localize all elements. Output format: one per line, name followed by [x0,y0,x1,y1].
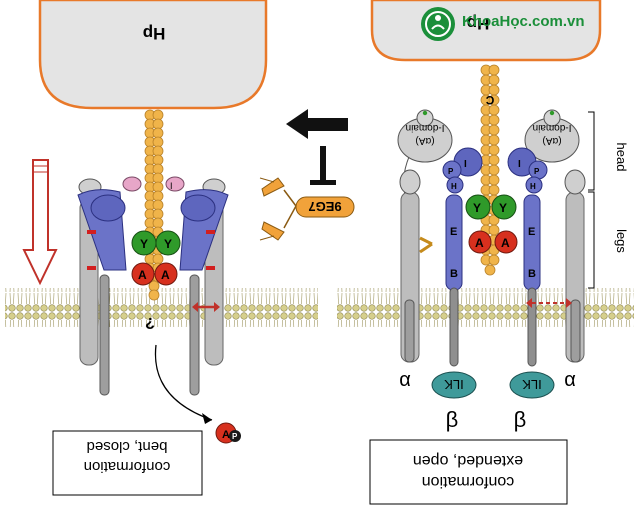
svg-text:P: P [232,432,238,441]
antibody-9eg7: 9EG7 [259,177,355,241]
svg-text:I-domain: I-domain [406,122,445,133]
integrin-right: I-domain (αA) I-domain (αA) I I P P H H … [397,109,586,367]
svg-text:(αA): (αA) [542,135,561,146]
hp-label-right: Hp [467,14,490,33]
extended-caption-line1: extended, open [413,452,523,469]
integrin-left: I Y Y A A [77,176,229,396]
svg-text:A: A [222,429,230,441]
head-bracket [588,111,595,191]
ilk-right [509,371,555,399]
membrane-left [5,288,318,327]
svg-text:Y: Y [499,201,507,215]
membrane-right [337,288,634,327]
inhibit-t-bar [310,146,336,185]
svg-text:A: A [161,268,170,282]
beta-label-left: β [446,407,459,432]
release-arrow [154,344,213,421]
watermark: KhoaHọc.com.vn [416,4,640,44]
c-terminal-label: C [485,93,494,107]
khoahoc-logo-icon [421,7,455,41]
bent-caption-box [52,430,203,496]
svg-text:(αA): (αA) [415,135,434,146]
svg-text:B: B [450,268,458,280]
svg-text:Y: Y [164,237,172,251]
svg-text:9EG7: 9EG7 [308,199,341,214]
svg-text:A: A [138,268,147,282]
beta-label-right: β [514,407,527,432]
svg-text:A: A [501,236,510,250]
svg-text:I-domain: I-domain [533,122,572,133]
svg-text:ILK: ILK [522,377,542,392]
head-label: head [614,143,629,172]
svg-text:Y: Y [140,237,148,251]
svg-text:E: E [528,226,535,238]
svg-text:I: I [170,181,173,191]
svg-text:I: I [464,159,467,170]
alpha-label-left: α [399,369,411,391]
extended-caption-line2: conformation [422,473,515,490]
svg-text:P: P [534,167,540,176]
svg-text:H: H [451,182,457,191]
question-mark: ? [145,314,155,331]
watermark-text: KhoaHọc.com.vn [462,13,585,30]
svg-text:P: P [448,167,454,176]
down-arrow-icon [22,159,58,286]
alpha-label-right: α [564,369,576,391]
hp-label-left: Hp [143,24,166,43]
bead-chain-right [480,64,500,276]
bent-caption-line1: bent, closed [87,438,168,455]
legs-label: legs [614,229,629,253]
svg-text:Y: Y [473,201,481,215]
svg-text:A: A [475,236,484,250]
hp-blob-left [38,0,268,110]
legs-bracket [588,191,595,289]
bent-caption-line2: conformation [84,458,171,475]
svg-text:H: H [530,182,536,191]
extended-caption-box [369,439,568,505]
svg-text:E: E [450,226,457,238]
svg-text:I: I [518,159,521,170]
svg-text:B: B [528,268,536,280]
left-arrow-icon [286,109,348,139]
ilk-left [431,371,477,399]
phosphate-icon: A P [215,422,241,444]
svg-text:ILK: ILK [444,377,464,392]
